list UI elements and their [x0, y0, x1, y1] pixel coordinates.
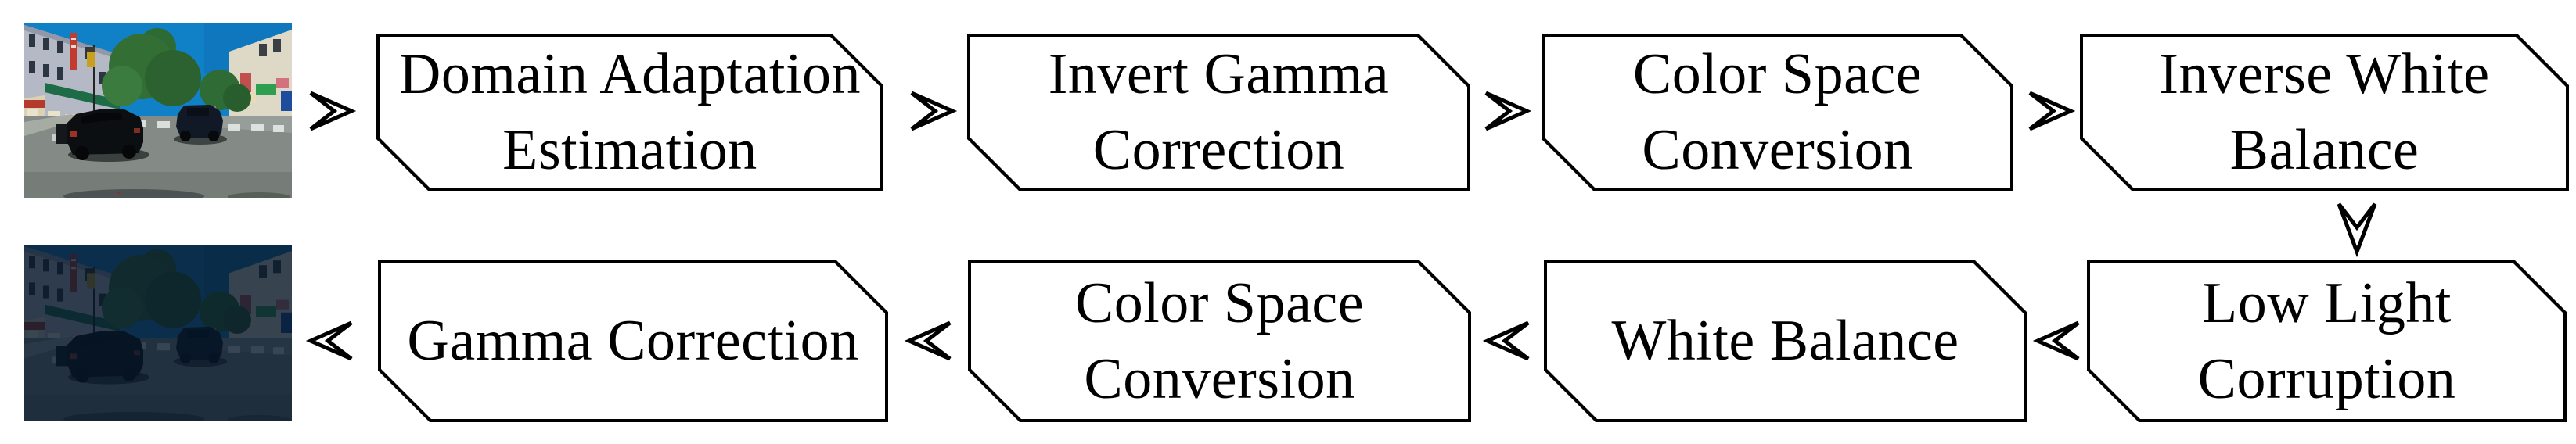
box-label: White Balance	[1611, 309, 1959, 374]
flow-arrow-right-icon	[309, 91, 357, 131]
flow-arrow-left-icon	[904, 320, 952, 361]
box-outline	[376, 34, 883, 191]
box-label: Color Space Conversion	[1632, 42, 1923, 182]
flow-arrow-right-icon	[910, 91, 958, 131]
box-low-light-corruption: Low Light Corruption	[2087, 260, 2567, 422]
box-outline	[967, 34, 1470, 191]
box-color-space-conversion-reverse: Color Space Conversion	[968, 260, 1471, 422]
box-label: Gamma Correction	[407, 309, 859, 374]
box-outline	[1544, 260, 2027, 422]
flow-arrow-right-icon	[2028, 91, 2076, 131]
box-outline	[2080, 34, 2569, 191]
box-invert-gamma-correction: Invert Gamma Correction	[967, 34, 1470, 191]
flow-arrow-left-icon	[2032, 320, 2080, 361]
box-color-space-conversion-forward: Color Space Conversion	[1542, 34, 2013, 191]
box-label: Color Space Conversion	[1074, 271, 1365, 411]
flow-arrow-left-icon	[1482, 320, 1530, 361]
flow-arrow-left-icon	[305, 320, 353, 361]
box-outline	[378, 260, 888, 422]
box-gamma-correction: Gamma Correction	[378, 260, 888, 422]
daytime-street-photo	[24, 23, 292, 198]
box-inverse-white-balance: Inverse White Balance	[2080, 34, 2569, 191]
box-label: Low Light Corruption	[2197, 271, 2456, 411]
flow-arrow-down-icon	[2337, 202, 2377, 258]
lowlight-street-photo	[24, 245, 292, 421]
flow-arrow-right-icon	[1484, 91, 1532, 131]
box-domain-adaptation-estimation: Domain Adaptation Estimation	[376, 34, 883, 191]
box-outline	[2087, 260, 2567, 422]
box-outline	[968, 260, 1471, 422]
box-label: Invert Gamma Correction	[1048, 42, 1390, 182]
box-label: Domain Adaptation Estimation	[398, 42, 862, 182]
box-outline	[1542, 34, 2013, 191]
box-white-balance: White Balance	[1544, 260, 2027, 422]
box-label: Inverse White Balance	[2159, 42, 2490, 182]
